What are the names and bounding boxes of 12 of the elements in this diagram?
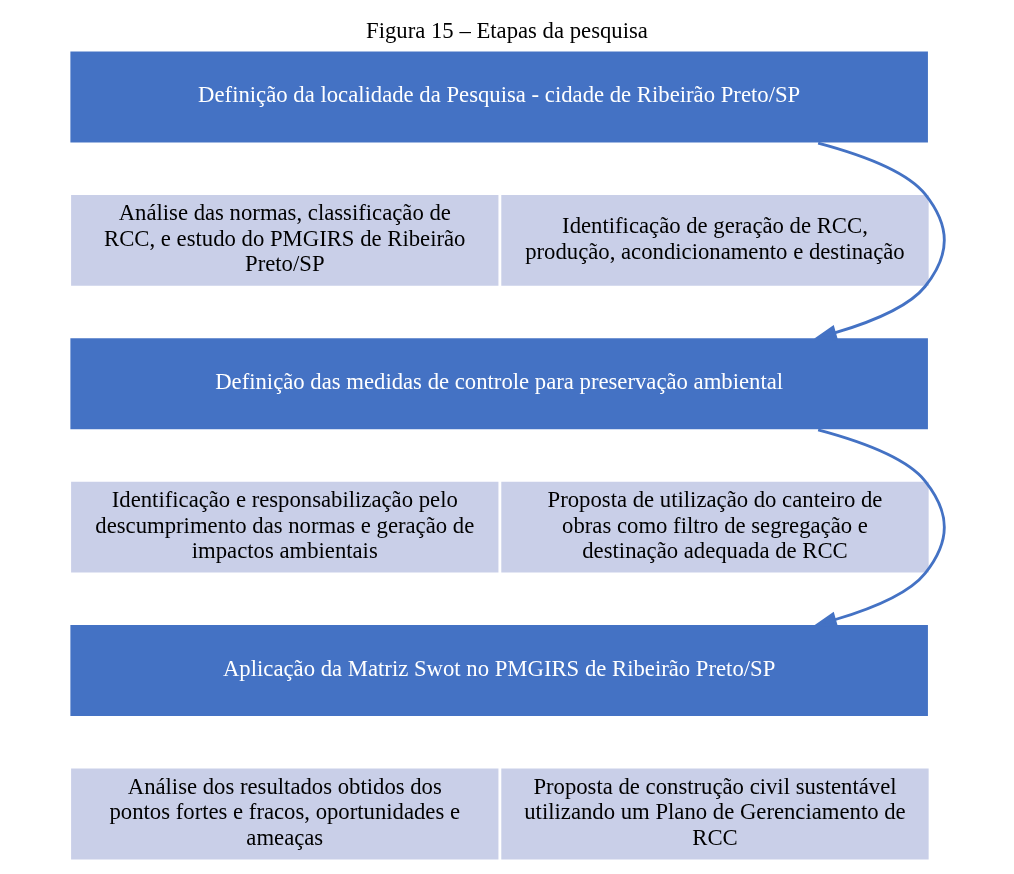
- node-box: Proposta de utilização do canteiro de obras como filtro de segregação e destinação adequada de RCC: [499, 480, 931, 574]
- node-box: Definição das medidas de controle para preservação ambiental: [68, 336, 930, 431]
- node-box: Análise das normas, classificação de RCC, e estudo do PMGIRS de Ribeirão Preto/SP: [69, 193, 500, 288]
- node-box: Análise dos resultados obtidos dos pontos fortes e fracos, oportunidades e ameaças: [69, 767, 500, 861]
- node-box: Proposta de construção civil sustentável utilizando um Plano de Gerenciamento de RCC: [499, 767, 931, 861]
- diagram-title: Figura 15 – Etapas da pesquisa: [366, 17, 648, 43]
- node-box: Definição da localidade da Pesquisa - cidade de Ribeirão Preto/SP: [68, 50, 930, 144]
- node-box: Aplicação da Matriz Swot no PMGIRS de Ribeirão Preto/SP: [68, 623, 930, 718]
- arrow: [814, 141, 946, 341]
- node-box: Identificação e responsabilização pelo descumprimento das normas e geração de impactos ambientais: [69, 480, 500, 574]
- node-box: Identificação de geração de RCC, produção, acondicionamento e destinação: [499, 193, 931, 288]
- arrow: [814, 428, 946, 628]
